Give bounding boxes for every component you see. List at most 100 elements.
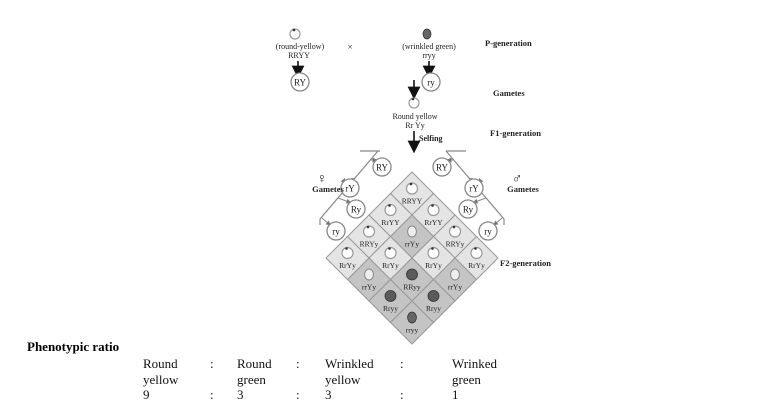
ratio-value: 9 [143, 387, 150, 402]
ratio-line2: green [452, 371, 481, 387]
gametes-label: Gametes [493, 88, 525, 98]
wrinkled-yellow-seed-icon [364, 268, 374, 281]
male-gamete-circle [464, 178, 484, 198]
round-yellow-seed-icon [405, 182, 419, 195]
female-gamete: RY [376, 163, 389, 173]
female-gamete: ry [332, 227, 340, 237]
genotype-label: rrYy [405, 240, 419, 249]
parent2-phenotype: (wrinkled green) [402, 42, 456, 51]
f1-phenotype: Round yellow [392, 112, 437, 121]
ratio-value: 1 [452, 387, 459, 402]
female-gamete: rY [345, 184, 355, 194]
round-yellow-seed-icon [408, 97, 420, 109]
gamete-arrow [337, 197, 352, 204]
genotype-label: RrYY [381, 218, 400, 227]
cross-symbol: × [347, 42, 352, 52]
seed-hilum [411, 97, 415, 101]
ratio-separator: : [400, 356, 404, 371]
ratio-line1: Round [237, 356, 272, 371]
ratio-line2: yellow [325, 371, 361, 387]
wrinkled-green-seed-icon [407, 311, 417, 324]
genotype-label: RRYY [402, 197, 423, 206]
ratio-separator: : [296, 356, 300, 371]
female-gamete-circle [340, 178, 360, 198]
round-yellow-seed-icon [470, 246, 483, 260]
seed-hilum [345, 247, 348, 250]
green-seed-icon [406, 268, 418, 281]
genotype-label: RRYy [360, 240, 379, 249]
round-yellow-seed-icon [341, 246, 354, 260]
round-yellow-seed-icon [384, 246, 397, 260]
f1-genotype: Rr Yy [405, 121, 424, 130]
selfing-label: Selfing [419, 134, 443, 143]
seed-hilum [366, 225, 370, 229]
seed-hilum [452, 225, 456, 229]
parent1-gamete: RY [294, 78, 307, 88]
genotype-label: RrYy [425, 261, 442, 270]
ratio-value: 3 [237, 387, 244, 402]
parent2-gamete-circle [421, 72, 441, 92]
seed-hilum [409, 182, 413, 186]
round-yellow-seed-icon [448, 225, 462, 238]
ratio-line2: yellow [143, 371, 179, 387]
male-bracket-line [445, 150, 505, 225]
genotype-label: RRyy [403, 283, 420, 292]
male-gamete: Ry [463, 205, 474, 215]
gamete-arrow [493, 217, 503, 226]
genotype-label: RrYy [339, 261, 356, 270]
genotype-label: RrYY [424, 218, 443, 227]
seed-hilum [431, 247, 434, 250]
ratio-line1: Wrinked [452, 356, 497, 371]
p-generation-label: P-generation [485, 38, 532, 48]
seed-hilum [388, 204, 391, 207]
female-gamete: Ry [351, 205, 362, 215]
round-yellow-seed-icon [289, 28, 301, 40]
round-yellow-seed-icon [427, 246, 440, 260]
ratio-separator: : [296, 387, 300, 402]
male-symbol-icon: ♂ [512, 172, 523, 187]
wrinkled-yellow-seed-icon [450, 268, 460, 281]
gamete-arrow [472, 197, 487, 204]
male-gamete: RY [436, 163, 449, 173]
ratio-line1: Round [143, 356, 178, 371]
ratio-separator: : [210, 356, 214, 371]
parent1-genotype: RRYY [288, 51, 310, 60]
genotype-label: rryy [406, 326, 419, 335]
female-gamete-circle [372, 157, 392, 177]
male-gamete: ry [484, 227, 492, 237]
phenotypic-ratio-title: Phenotypic ratio [27, 339, 120, 354]
female-gamete-circle [346, 199, 366, 219]
parent2-gamete: ry [427, 78, 435, 88]
female-bracket-line [319, 150, 379, 225]
gamete-arrow [321, 217, 331, 226]
female-gametes-label: Gametes [312, 184, 344, 194]
genotype-label: RrYy [382, 261, 399, 270]
male-gamete-circle [432, 157, 452, 177]
parent2-genotype: rryy [422, 51, 435, 60]
female-gamete-circle [326, 221, 346, 241]
ratio-line2: green [237, 371, 266, 387]
f2-generation-label: F2-generation [500, 258, 551, 268]
f1-generation-label: F1-generation [490, 128, 541, 138]
ratio-value: 3 [325, 387, 332, 402]
ratio-line1: Wrinkled [325, 356, 374, 371]
round-yellow-seed-icon [384, 203, 397, 217]
ratio-separator: : [210, 387, 214, 402]
round-yellow-seed-icon [427, 203, 440, 217]
seed-hilum [388, 247, 391, 250]
round-yellow-seed-icon [362, 225, 376, 238]
genotype-label: rrYy [362, 283, 376, 292]
parent1-phenotype: (round-yellow) [276, 42, 325, 51]
green-seed-icon [427, 290, 440, 302]
ratio-separator: : [400, 387, 404, 402]
male-gamete-circle [458, 199, 478, 219]
green-seed-icon [384, 290, 397, 302]
male-gamete: rY [469, 184, 479, 194]
parent1-gamete-circle [290, 72, 310, 92]
male-gametes-label: Gametes [507, 184, 539, 194]
male-gamete-circle [478, 221, 498, 241]
seed-hilum [474, 247, 477, 250]
seed-hilum [292, 28, 296, 32]
